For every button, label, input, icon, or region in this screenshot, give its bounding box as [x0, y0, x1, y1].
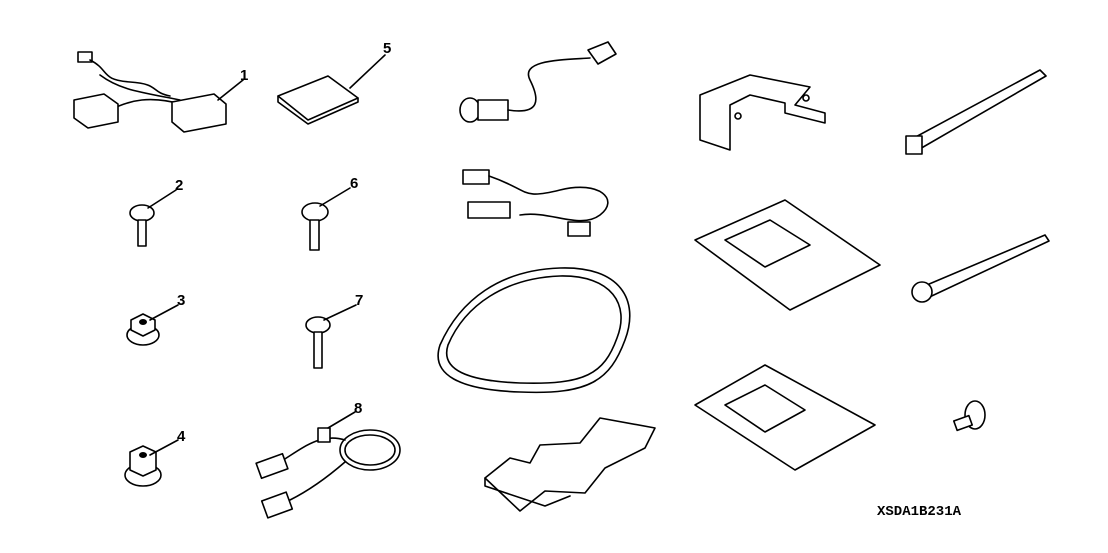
part-4-nut: 4	[124, 428, 186, 487]
part-7-bolt: 7	[305, 292, 363, 369]
cable-tie-1	[905, 69, 1047, 155]
part-5-pad: 5	[277, 40, 391, 125]
part-2-bolt: 2	[129, 177, 183, 247]
callout-6: 6	[350, 175, 358, 192]
u-bracket	[699, 74, 826, 151]
callout-3: 3	[177, 292, 185, 309]
callout-7: 7	[355, 292, 363, 309]
part-6-bolt: 6	[301, 175, 358, 251]
diagram-code: XSDA1B231A	[877, 504, 962, 520]
cable-tie-clip	[911, 234, 1050, 303]
mounting-bracket-plate	[484, 417, 656, 512]
clip-fastener	[952, 400, 986, 432]
adhesive-sheet-1	[694, 199, 881, 311]
video-cable	[459, 41, 617, 123]
callout-8: 8	[354, 400, 362, 417]
antenna-ring	[437, 267, 631, 394]
part-8-antenna-cable: 8	[255, 400, 401, 519]
part-1-wire-harness: 1	[73, 51, 248, 133]
callout-1: 1	[240, 67, 248, 84]
adhesive-sheet-2	[694, 364, 876, 471]
callout-4: 4	[177, 428, 186, 445]
callout-5: 5	[383, 40, 391, 57]
callout-2: 2	[175, 177, 183, 194]
part-3-flange-nut: 3	[126, 292, 185, 346]
harness-cable	[462, 169, 609, 237]
